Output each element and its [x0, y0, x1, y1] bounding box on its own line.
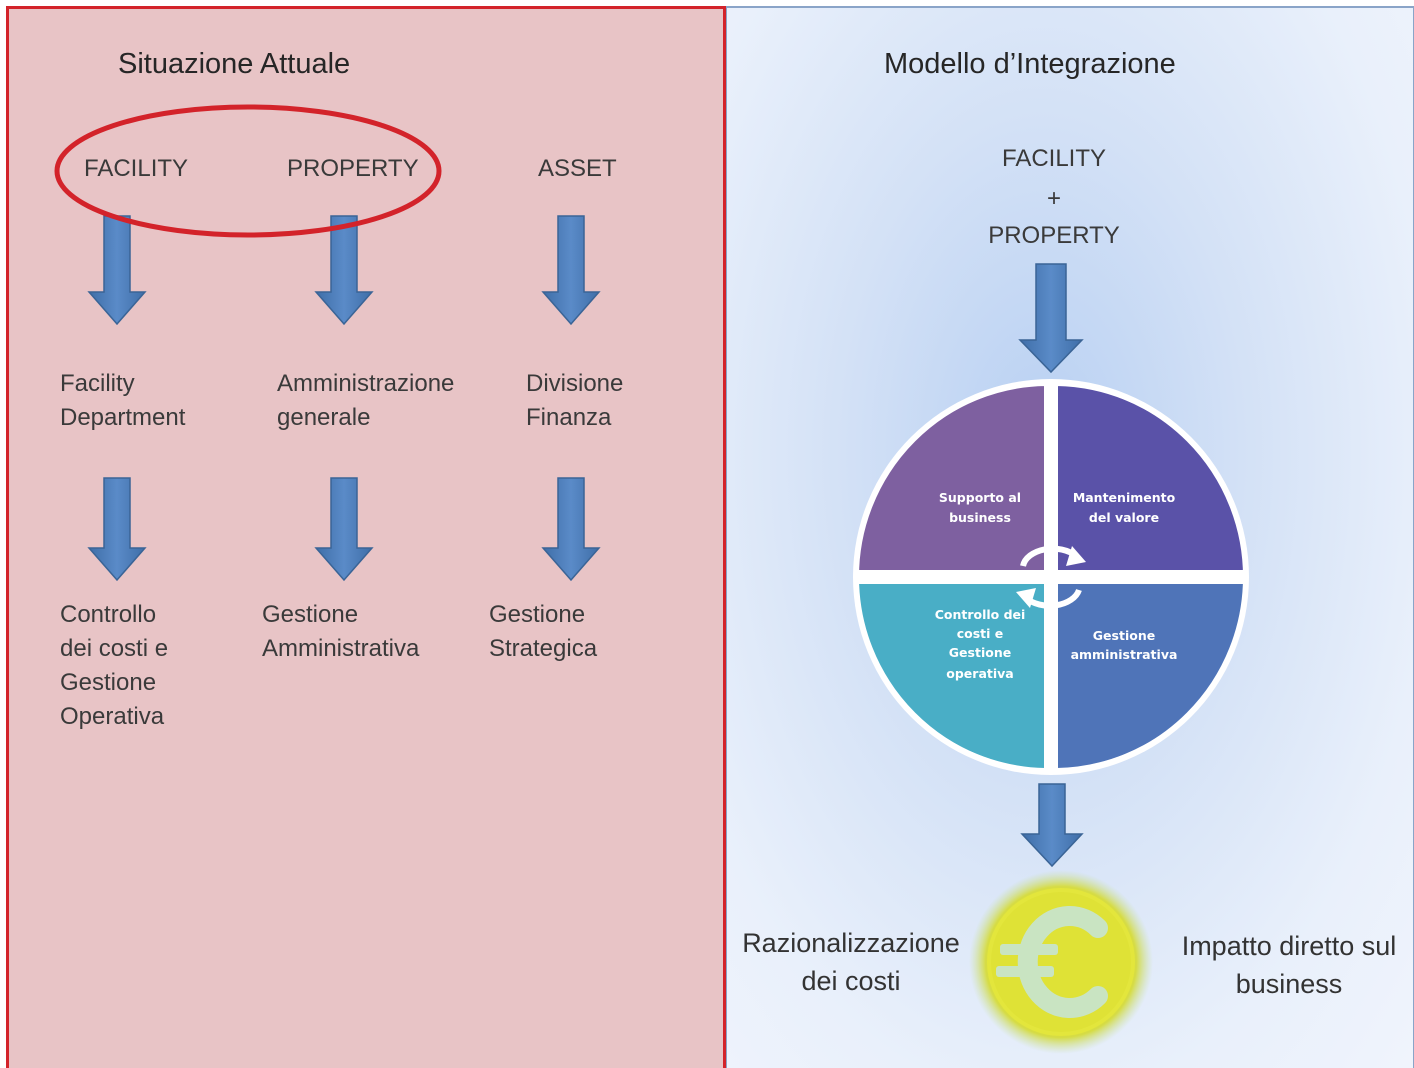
impatto-label: Impatto diretto sul business [1181, 931, 1397, 999]
gestione-amministrativa-label: Gestione Amministrativa [262, 601, 420, 662]
razionalizzazione-label: Razionalizzazione dei costi [742, 928, 960, 996]
facility-department-label: Facility Department [60, 370, 186, 431]
left-panel-title: Situazione Attuale [118, 48, 351, 80]
asset-head-label: ASSET [538, 155, 617, 182]
right-panel-title: Modello d’Integrazione [884, 48, 1176, 80]
amministrazione-label: Amministrazione generale [277, 370, 455, 431]
property-top-label: PROPERTY [988, 222, 1120, 249]
controllo-costi-label: Controllo dei costi e Gestione Operativa [60, 601, 169, 730]
property-head-label: PROPERTY [287, 155, 419, 182]
plus-label: + [1046, 185, 1061, 212]
facility-head-label: FACILITY [84, 155, 189, 182]
facility-top-label: FACILITY [1001, 145, 1107, 172]
gestione-strategica-label: Gestione Strategica [489, 601, 598, 662]
divisione-finanza-label: Divisione Finanza [526, 370, 624, 431]
